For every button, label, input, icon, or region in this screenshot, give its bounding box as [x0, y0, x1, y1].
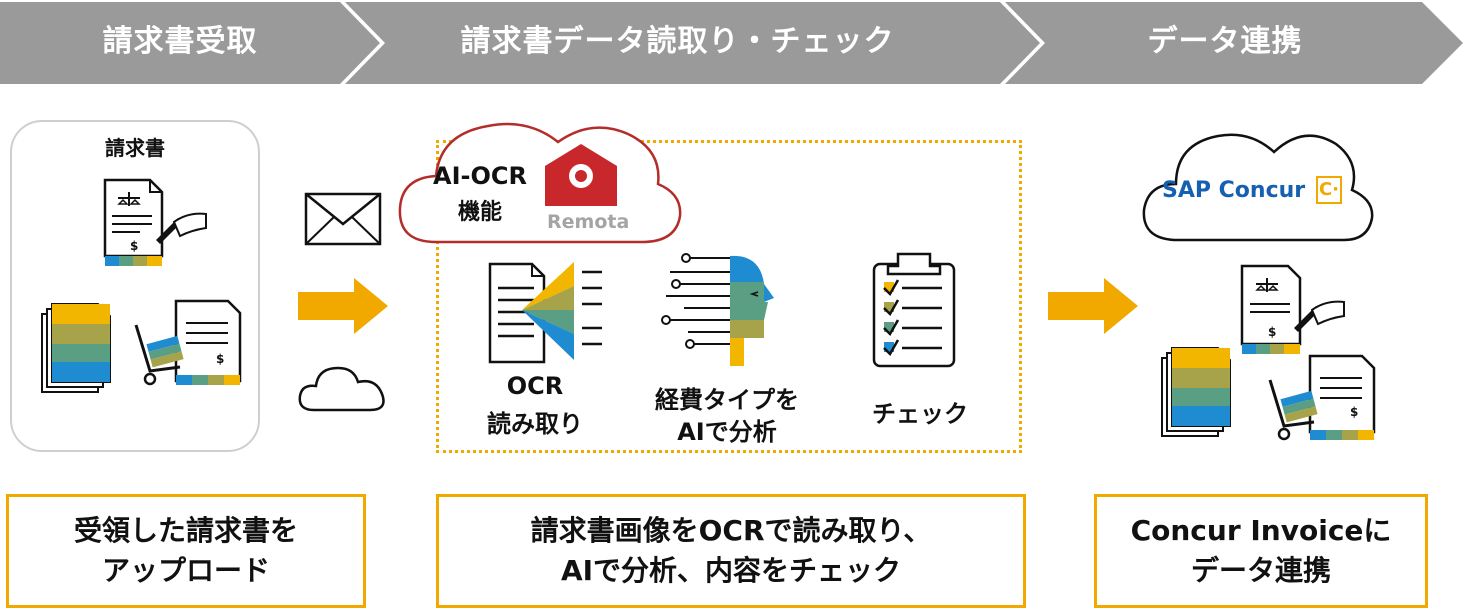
cloud-upload-icon — [298, 366, 385, 412]
ocr-step-label-3: チェック — [872, 400, 968, 428]
ai-head-icon — [661, 253, 774, 366]
document-stack-icon — [41, 303, 111, 393]
summary-receive-line1: 受領した請求書を — [73, 514, 298, 547]
ocr-step-label-2b: AIで分析 — [677, 418, 777, 446]
summary-ocr-line2: AIで分析、内容をチェック — [560, 554, 902, 587]
stage-label-receive: 請求書受取 — [102, 24, 258, 59]
ocr-scan-icon — [488, 262, 602, 364]
ocr-process-frame — [436, 140, 1022, 453]
summary-box-receive: 受領した請求書を アップロード — [6, 494, 366, 608]
summary-link-line2: データ連携 — [1190, 554, 1331, 587]
ai-ocr-cloud — [398, 122, 682, 244]
stage-chevron-3 — [1005, 2, 1463, 84]
ai-ocr-title: AI-OCR — [433, 162, 527, 190]
checklist-icon — [872, 252, 956, 368]
remota-logo-text: Remota — [547, 211, 630, 233]
stage-chevron-1 — [0, 2, 380, 84]
invoice-signing-icon: $ — [103, 178, 207, 266]
linked-cart-documents-icon: $ — [1268, 354, 1376, 441]
stage-chevron-2 — [345, 2, 1040, 84]
summary-receive-line2: アップロード — [101, 554, 270, 587]
stage-label-data-link: データ連携 — [1147, 24, 1303, 59]
stage-banner — [0, 2, 1463, 84]
arrow-right-2 — [1048, 278, 1138, 334]
ocr-step-label-1b: 読み取り — [487, 410, 583, 438]
envelope-icon — [304, 192, 382, 246]
summary-box-ocr: 請求書画像をOCRで読み取り、 AIで分析、内容をチェック — [436, 494, 1026, 608]
svg-text:$: $ — [216, 352, 224, 366]
svg-text:$: $ — [130, 239, 138, 253]
summary-link-line1: Concur Invoiceに — [1130, 514, 1392, 547]
invoice-panel — [10, 120, 260, 452]
ai-ocr-subtitle: 機能 — [457, 200, 502, 225]
cart-documents-icon: $ — [134, 299, 242, 386]
linked-document-stack-icon — [1161, 347, 1231, 437]
remota-logo-icon — [545, 144, 617, 206]
svg-text:$: $ — [1268, 325, 1276, 339]
summary-box-data-link: Concur Invoiceに データ連携 — [1094, 494, 1428, 608]
ocr-step-label-2a: 経費タイプを — [655, 386, 799, 414]
linked-invoice-signing-icon: $ — [1240, 264, 1345, 354]
stage-label-ocr-check: 請求書データ読取り・チェック — [460, 24, 895, 59]
svg-text:$: $ — [1350, 405, 1358, 419]
invoice-label: 請求書 — [105, 136, 165, 160]
summary-ocr-line1: 請求書画像をOCRで読み取り、 — [530, 514, 932, 547]
ocr-step-label-1a: OCR — [506, 372, 564, 400]
concur-logo-text: SAP Concur — [1162, 178, 1306, 203]
arrow-right-1 — [298, 278, 388, 334]
concur-cloud — [1142, 133, 1374, 242]
concur-logo-mark: C· — [1316, 176, 1342, 204]
